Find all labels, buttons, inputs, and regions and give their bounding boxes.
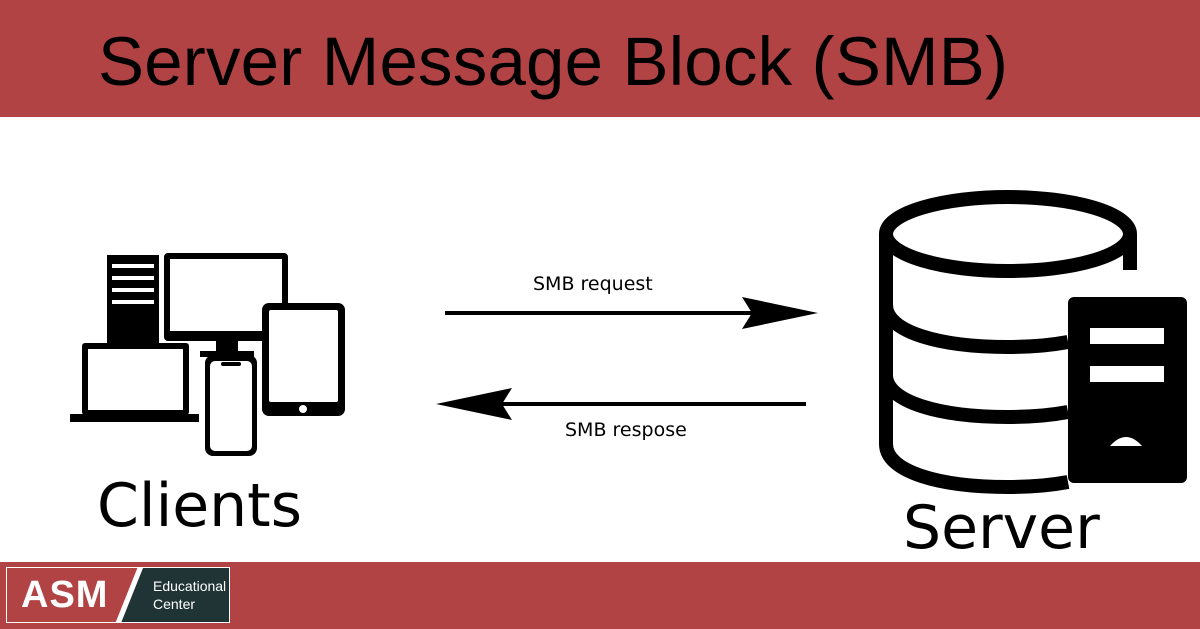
clients-label: Clients xyxy=(97,471,302,541)
desktop-tower-icon xyxy=(107,255,159,350)
logo-red-panel xyxy=(7,568,139,622)
smb-request-label: SMB request xyxy=(533,273,653,295)
page-title: Server Message Block (SMB) xyxy=(98,23,1009,100)
logo-subtitle-line2: Center xyxy=(153,596,196,612)
server-tower-icon xyxy=(1068,297,1187,483)
database-icon xyxy=(879,190,1137,495)
asm-logo: ASM Educational Center xyxy=(6,567,230,623)
clients-devices-icon xyxy=(70,253,345,456)
smb-response-label: SMB respose xyxy=(565,419,687,441)
laptop-icon xyxy=(70,343,199,422)
tablet-icon xyxy=(262,303,345,416)
response-arrow xyxy=(436,388,806,420)
logo-brand-text: ASM xyxy=(21,574,109,616)
logo-subtitle-line1: Educational xyxy=(153,578,227,594)
smartphone-icon xyxy=(205,355,257,456)
server-label: Server xyxy=(903,493,1100,563)
request-arrow xyxy=(445,297,818,329)
title-banner xyxy=(0,0,1200,117)
logo-subtitle: Educational Center xyxy=(153,577,226,613)
